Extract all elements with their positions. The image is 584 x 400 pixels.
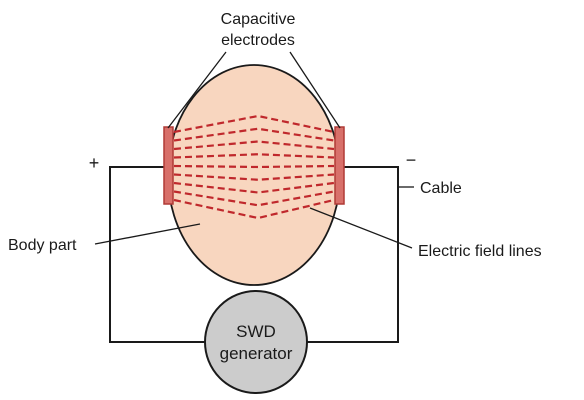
- swd-generator: [204, 290, 308, 394]
- cable-left: [109, 166, 205, 343]
- electric-field-line: [173, 198, 335, 220]
- electric-field-line: [173, 190, 335, 207]
- electric-field-line: [173, 140, 335, 151]
- electric-field-lines-label: Electric field lines: [418, 243, 542, 260]
- electric-field-line: [173, 173, 335, 181]
- body-part-leader: [94, 223, 201, 245]
- electric-field-line: [173, 127, 335, 142]
- left-electrode: [163, 126, 174, 205]
- plus-sign: +: [89, 153, 100, 173]
- right-electrode: [334, 126, 345, 205]
- cable-label: Cable: [420, 180, 462, 197]
- electric-field-line: [173, 114, 335, 134]
- body-part-shape: [167, 64, 341, 286]
- electric-field-lines: [173, 114, 335, 220]
- generator-label-line2: generator: [220, 344, 293, 363]
- electric-field-line: [173, 153, 335, 159]
- minus-sign: −: [406, 150, 417, 170]
- capacitive-electrodes-label-line2: electrodes: [221, 32, 295, 49]
- cable-right: [307, 166, 399, 343]
- field-lines-leader: [309, 207, 413, 249]
- electrodes-leader-right: [289, 51, 341, 129]
- capacitive-electrodes-label-line1: Capacitive: [221, 11, 296, 28]
- body-part-label: Body part: [8, 237, 77, 254]
- generator-label-line1: SWD: [236, 322, 276, 341]
- electrodes-leader-left: [167, 51, 227, 129]
- electric-field-line: [173, 181, 335, 194]
- electric-field-line: [173, 164, 335, 169]
